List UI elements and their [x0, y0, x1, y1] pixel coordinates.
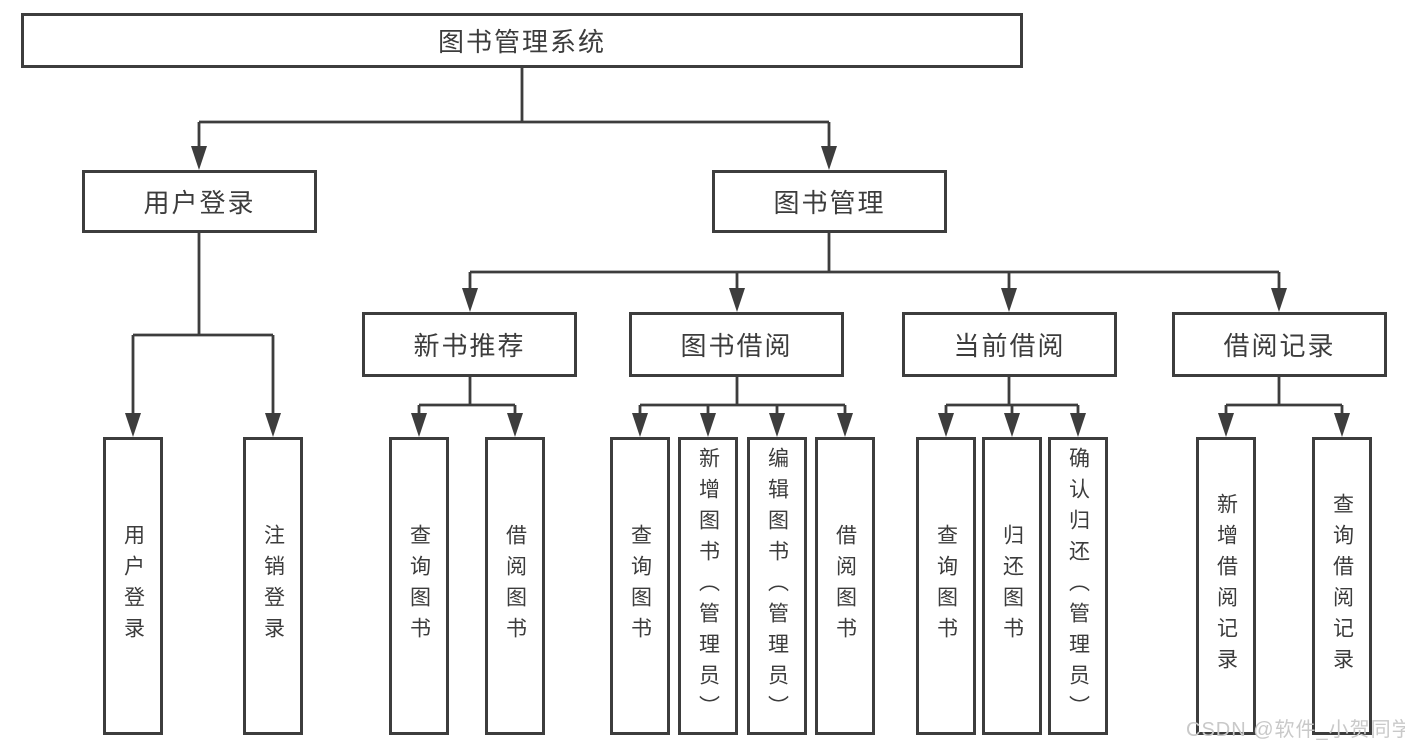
- leaf-edit-book-admin: 编辑图书（管理员）: [747, 437, 807, 735]
- node-book-management: 图书管理: [712, 170, 947, 233]
- leaf-query-borrow-record: 查询借阅记录: [1312, 437, 1372, 735]
- leaf-return-book: 归还图书: [982, 437, 1042, 735]
- node-new-book-recommend: 新书推荐: [362, 312, 577, 377]
- arrowheads: [125, 146, 1350, 437]
- node-current-borrow: 当前借阅: [902, 312, 1117, 377]
- node-user-login: 用户登录: [82, 170, 317, 233]
- leaf-user-login: 用户登录: [103, 437, 163, 735]
- leaf-logout: 注销登录: [243, 437, 303, 735]
- leaf-borrow-book: 借阅图书: [815, 437, 875, 735]
- csdn-watermark: CSDN @软件_小贺同学: [1186, 719, 1405, 741]
- leaf-confirm-return-admin: 确认归还（管理员）: [1048, 437, 1108, 735]
- leaf-add-book-admin: 新增图书（管理员）: [678, 437, 738, 735]
- node-book-borrow: 图书借阅: [629, 312, 844, 377]
- connector-root-to-level1: [197, 68, 831, 156]
- leaf-query-book-borrow: 查询图书: [610, 437, 670, 735]
- connector-borrow-to-leaves: [638, 377, 847, 421]
- leaf-borrow-book-recommend: 借阅图书: [485, 437, 545, 735]
- node-library-management-system: 图书管理系统: [21, 13, 1023, 68]
- connector-login-to-leaves: [131, 233, 275, 421]
- connector-mgmt-to-level2: [468, 233, 1281, 296]
- connector-record-to-leaves: [1224, 377, 1344, 421]
- connector-recommend-to-leaves: [417, 377, 517, 421]
- leaf-query-book-recommend: 查询图书: [389, 437, 449, 735]
- leaf-query-book-current: 查询图书: [916, 437, 976, 735]
- node-borrow-record: 借阅记录: [1172, 312, 1387, 377]
- leaf-add-borrow-record: 新增借阅记录: [1196, 437, 1256, 735]
